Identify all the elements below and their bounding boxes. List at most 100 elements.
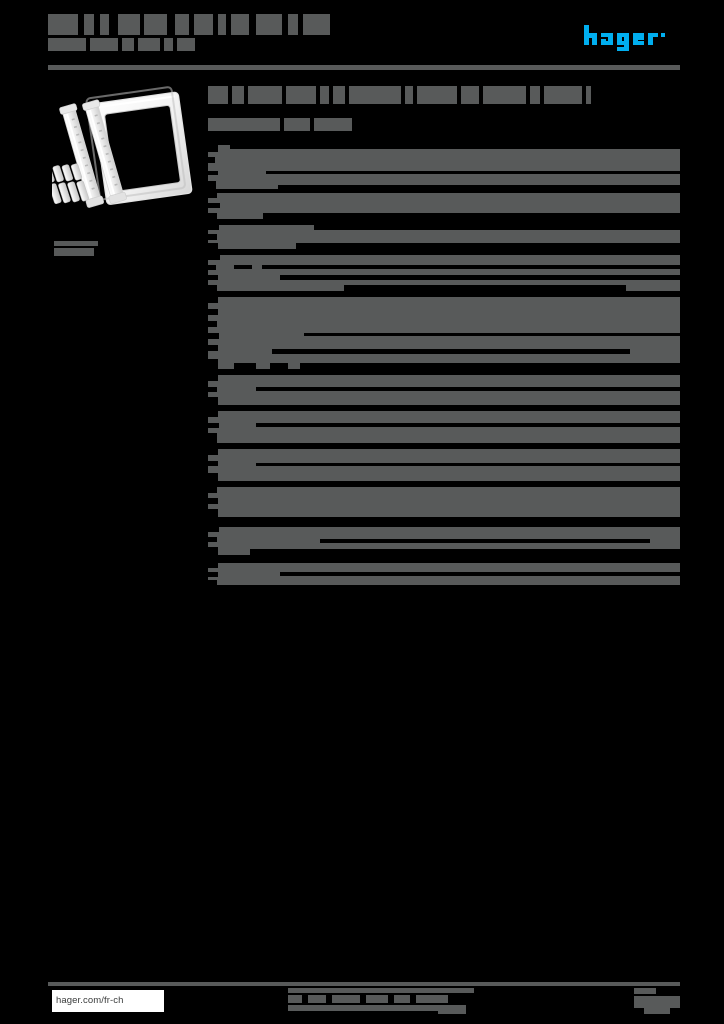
redacted-text-block bbox=[48, 14, 78, 35]
row-gap bbox=[320, 539, 650, 543]
row-gap bbox=[208, 275, 218, 280]
row-gap bbox=[208, 243, 218, 249]
row-gap bbox=[208, 461, 218, 466]
row-gap bbox=[208, 359, 218, 369]
redacted-text-block bbox=[288, 1005, 448, 1011]
hager-logo[interactable] bbox=[584, 24, 680, 54]
redacted-text-block bbox=[394, 995, 410, 1003]
redacted-text-block bbox=[54, 241, 98, 246]
row-gap bbox=[208, 225, 219, 230]
redacted-text-block bbox=[634, 988, 656, 994]
row-gap bbox=[250, 549, 680, 555]
row-gap bbox=[208, 333, 219, 339]
row-gap bbox=[234, 363, 256, 369]
footer-divider bbox=[48, 982, 680, 986]
redacted-text-block bbox=[48, 38, 86, 51]
redacted-text-block bbox=[320, 86, 329, 104]
row-gap bbox=[208, 213, 217, 219]
redacted-text-block bbox=[218, 14, 226, 35]
specification-table bbox=[208, 145, 680, 585]
row-gap bbox=[314, 225, 680, 230]
footer-page-number-redacted bbox=[634, 988, 680, 1014]
footer-center-redacted bbox=[288, 988, 488, 1014]
row-gap bbox=[262, 265, 680, 269]
row-gap bbox=[208, 255, 220, 260]
redacted-text-block bbox=[461, 86, 479, 104]
redacted-text-block bbox=[84, 14, 94, 35]
redacted-text-block bbox=[118, 14, 140, 35]
row-gap bbox=[208, 509, 218, 517]
row-gap bbox=[263, 213, 680, 219]
row-gap bbox=[256, 423, 680, 427]
product-reference-redacted bbox=[54, 241, 98, 257]
table-row bbox=[208, 449, 680, 481]
row-gap bbox=[304, 333, 680, 336]
redacted-text-block bbox=[208, 118, 280, 131]
redacted-text-block bbox=[366, 995, 388, 1003]
redacted-text-block bbox=[248, 86, 282, 104]
row-gap bbox=[208, 387, 217, 392]
row-gap bbox=[208, 423, 219, 428]
redacted-text-block bbox=[144, 14, 167, 35]
redacted-text-block bbox=[416, 995, 448, 1003]
table-row bbox=[208, 193, 680, 219]
row-gap bbox=[208, 547, 218, 555]
table-row bbox=[208, 225, 680, 249]
row-gap bbox=[208, 498, 218, 504]
redacted-text-block bbox=[177, 38, 195, 51]
page-subtitle-redacted bbox=[208, 118, 680, 133]
row-gap bbox=[208, 345, 218, 351]
redacted-text-block bbox=[256, 14, 282, 35]
redacted-text-block bbox=[314, 118, 352, 131]
row-gap bbox=[208, 572, 218, 577]
redacted-text-block bbox=[288, 14, 298, 35]
document-header bbox=[48, 14, 680, 66]
redacted-text-block bbox=[232, 86, 244, 104]
row-gap bbox=[208, 321, 217, 327]
redacted-text-block bbox=[530, 86, 540, 104]
row-gap bbox=[230, 145, 680, 149]
redacted-text-block bbox=[90, 38, 118, 51]
row-gap bbox=[208, 297, 218, 303]
redacted-text-block bbox=[54, 248, 94, 256]
row-gap bbox=[208, 527, 219, 532]
redacted-text-block bbox=[175, 14, 189, 35]
row-gap bbox=[256, 387, 680, 391]
redacted-text-block bbox=[288, 995, 302, 1003]
row-gap bbox=[208, 449, 218, 455]
document-footer: hager.com/fr-ch bbox=[48, 988, 680, 1016]
redacted-text-block bbox=[286, 86, 316, 104]
redacted-text-block bbox=[349, 86, 401, 104]
footer-url[interactable]: hager.com/fr-ch bbox=[52, 990, 164, 1012]
row-gap bbox=[208, 580, 217, 585]
row-gap bbox=[208, 234, 217, 240]
redacted-text-block bbox=[288, 988, 474, 993]
redacted-text-block bbox=[100, 14, 109, 35]
redacted-text-block bbox=[164, 38, 173, 51]
redacted-text-block bbox=[284, 118, 310, 131]
table-row bbox=[208, 411, 680, 443]
row-gap bbox=[208, 473, 218, 481]
row-gap bbox=[296, 243, 680, 249]
table-row bbox=[208, 527, 680, 555]
row-gap bbox=[278, 185, 680, 189]
redacted-text-block bbox=[333, 86, 345, 104]
row-gap bbox=[208, 193, 217, 198]
row-gap bbox=[208, 563, 218, 568]
row-gap bbox=[208, 537, 217, 542]
redacted-text-block bbox=[544, 86, 582, 104]
table-row bbox=[208, 255, 680, 291]
row-gap bbox=[208, 397, 218, 405]
row-gap bbox=[208, 181, 216, 189]
row-gap bbox=[256, 463, 680, 466]
row-gap bbox=[208, 433, 217, 443]
row-gap bbox=[280, 275, 680, 280]
header-divider bbox=[48, 65, 680, 70]
row-gap bbox=[272, 349, 630, 354]
redacted-text-block bbox=[308, 995, 326, 1003]
redacted-text-block bbox=[208, 86, 228, 104]
redacted-text-block bbox=[634, 996, 680, 1008]
redacted-text-block bbox=[417, 86, 457, 104]
row-gap bbox=[208, 145, 218, 152]
